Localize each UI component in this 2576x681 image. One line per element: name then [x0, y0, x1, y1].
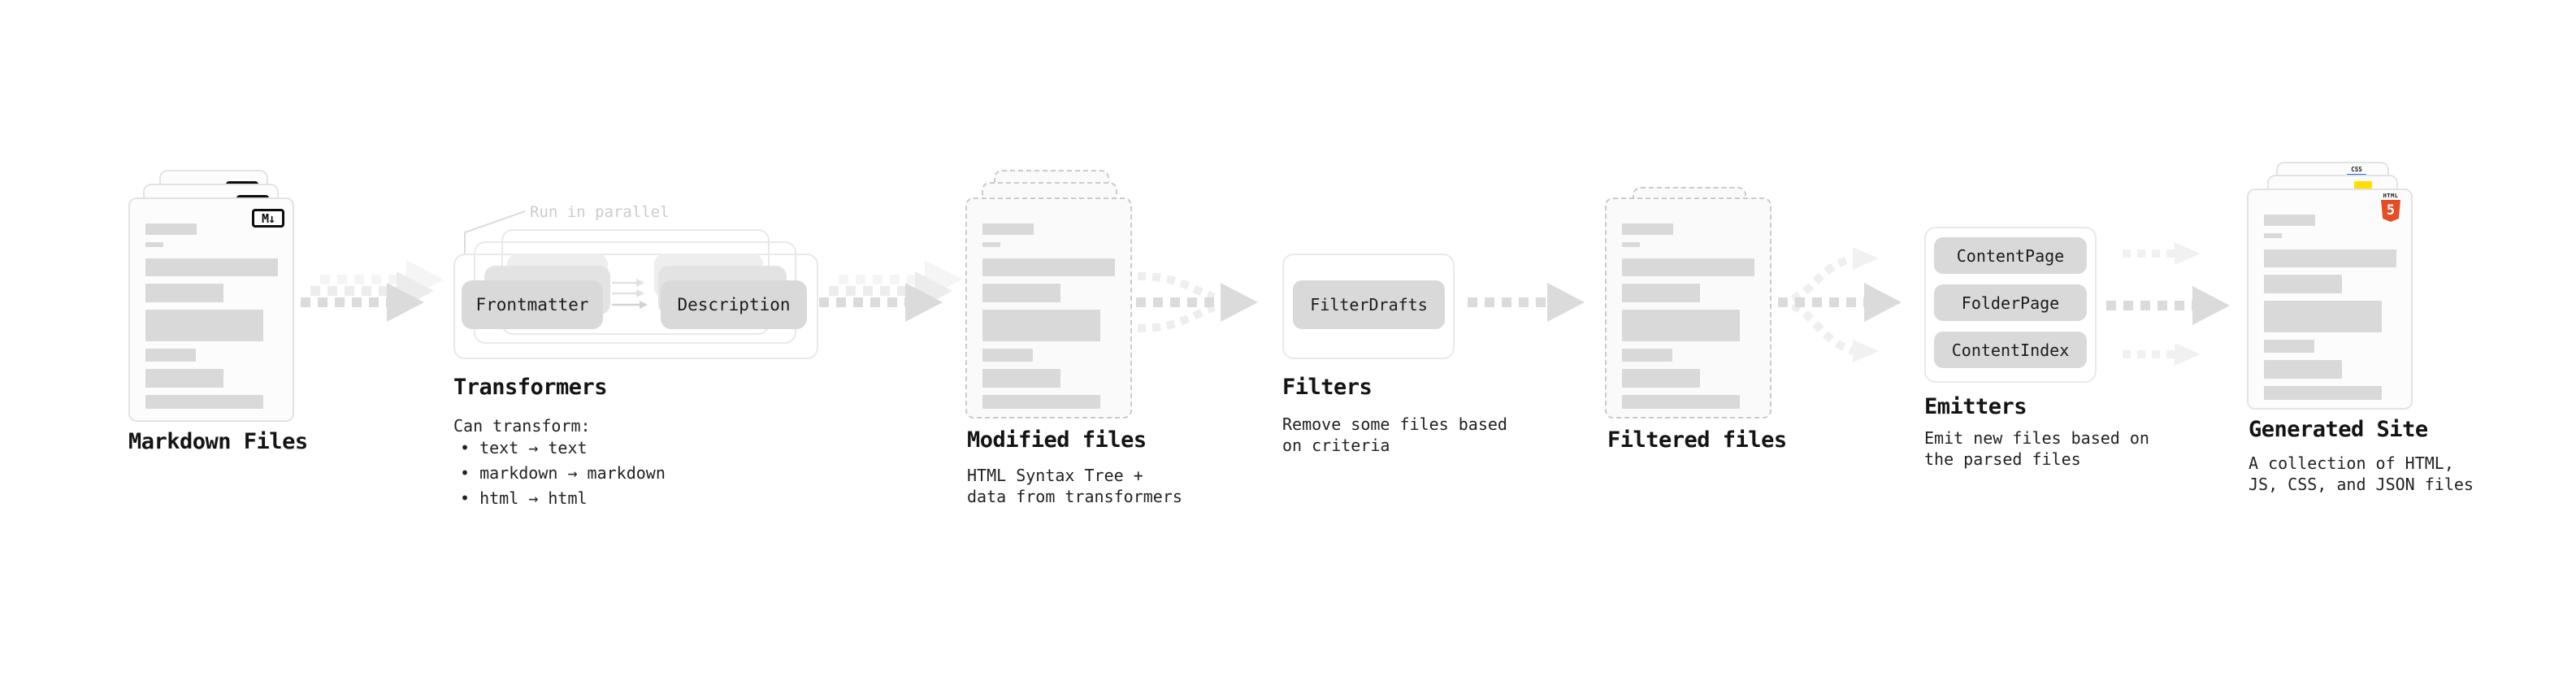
transformers-desc-title: Can transform: — [453, 416, 591, 436]
bullet-item: • markdown → markdown — [460, 463, 666, 483]
modified-files-label: Modified files — [967, 427, 1147, 453]
modified-files-stack — [965, 170, 1132, 422]
folder-page-chip: FolderPage — [1934, 284, 2087, 321]
converging-dashed-arrow — [1136, 272, 1258, 332]
modified-files-desc: HTML Syntax Tree + data from transformer… — [967, 466, 1182, 506]
filters-group: FilterDrafts — [1282, 254, 1455, 359]
bullet-item: • html → html — [460, 488, 588, 508]
html5-icon-word: HTML — [2383, 193, 2399, 199]
filtered-files-stack — [1605, 187, 1772, 423]
markdown-files-stack: M↓ M↓ M↓ — [128, 170, 294, 423]
content-page-chip: ContentPage — [1934, 237, 2087, 274]
description-chip: Description — [661, 280, 807, 329]
filters-box — [1282, 254, 1455, 359]
html5-icon-shield: 5 — [2381, 200, 2400, 222]
transformers-bullets: • text → text • markdown → markdown • ht… — [460, 436, 666, 511]
generated-site-desc: A collection of HTML, JS, CSS, and JSON … — [2249, 453, 2474, 494]
transformers-label: Transformers — [453, 375, 608, 400]
dashed-arrow-markdown-to-transformers — [301, 260, 444, 322]
file-card-front-html: HTML 5 — [2247, 189, 2413, 410]
emitters-group: ContentPage FolderPage ContentIndex — [1924, 227, 2097, 383]
filtered-files-label: Filtered files — [1607, 427, 1787, 453]
emitters-label: Emitters — [1924, 394, 2027, 419]
file-card-front — [1605, 197, 1772, 419]
filter-drafts-chip: FilterDrafts — [1293, 280, 1445, 329]
content-index-chip: ContentIndex — [1934, 332, 2087, 368]
parallel-box-front — [453, 254, 818, 359]
transformers-group: Run in parallel Frontmatter Description — [453, 203, 819, 359]
transform-mini-arrows — [612, 279, 648, 309]
dashed-arrow-transformers-to-modified — [819, 260, 962, 322]
diverging-dashed-arrow — [1778, 247, 1902, 362]
css-icon-word: CSS — [2351, 166, 2362, 173]
markdown-files-label: Markdown Files — [128, 429, 308, 454]
file-card-front — [965, 197, 1132, 419]
emitters-desc: Emit new files based on the parsed files — [1924, 428, 2149, 469]
emitters-box — [1924, 227, 2097, 383]
bullet-item: • text → text — [460, 438, 588, 458]
run-in-parallel-note: Run in parallel — [530, 203, 670, 221]
note-leader-line — [464, 210, 526, 254]
markdown-icon: M↓ — [252, 209, 284, 228]
generated-site-stack: CSS HTML 5 — [2247, 162, 2413, 414]
dashed-arrow-filters-to-filtered — [1468, 283, 1585, 322]
text-placeholder-bars — [1622, 223, 1754, 416]
frontmatter-chip: Frontmatter — [462, 280, 603, 329]
html5-icon: HTML 5 — [2380, 193, 2401, 222]
text-placeholder-bars — [982, 223, 1115, 416]
text-placeholder-bars — [145, 223, 278, 416]
text-placeholder-bars — [2264, 215, 2396, 407]
filters-label: Filters — [1282, 375, 1373, 400]
triple-dashed-arrows — [2106, 242, 2230, 366]
file-card-front: M↓ — [128, 197, 294, 422]
generated-site-label: Generated Site — [2249, 417, 2428, 442]
filters-desc: Remove some files based on criteria — [1282, 414, 1507, 455]
